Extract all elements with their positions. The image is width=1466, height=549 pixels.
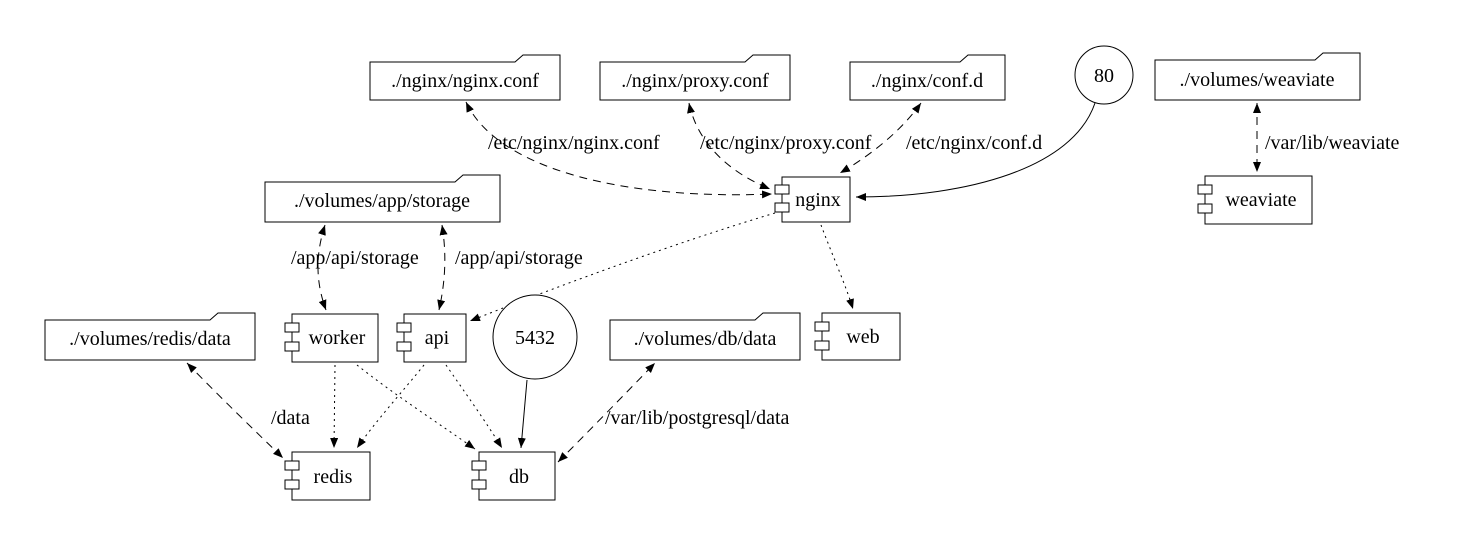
component-tab — [284, 341, 300, 352]
edge-db-data-db — [557, 362, 656, 463]
edge-label-etc-nginx-conf-d: /etc/nginx/conf.d — [906, 132, 1042, 154]
node-conf-d: ./nginx/conf.d — [849, 54, 1006, 101]
edge-nginx-api — [469, 212, 776, 322]
node-label: 80 — [1094, 65, 1114, 87]
edge-label-app-api-storage-api: /app/api/storage — [455, 247, 583, 269]
edge-label-var-lib-postgresql-data: /var/lib/postgresql/data — [605, 407, 790, 429]
node-volumes-db-data: ./volumes/db/data — [609, 312, 801, 361]
edge-conf-d-nginx — [839, 102, 922, 174]
component-tab — [396, 341, 412, 352]
edge-app-storage-worker — [317, 224, 327, 311]
edges — [186, 101, 1261, 463]
edge-api-redis — [356, 364, 425, 449]
edge-label-app-api-storage-worker: /app/api/storage — [291, 247, 419, 269]
node-redis: redis — [284, 451, 371, 501]
edge-label-var-lib-weaviate: /var/lib/weaviate — [1265, 132, 1400, 154]
node-label: nginx — [795, 189, 841, 211]
node-port-5432: 5432 — [492, 294, 578, 380]
edge-label-data: /data — [271, 407, 310, 429]
node-label: redis — [314, 466, 353, 488]
component-body — [403, 313, 467, 363]
node-volumes-app-storage: ./volumes/app/storage — [264, 174, 501, 223]
edge-worker-db — [356, 364, 476, 450]
edge-redis-data-redis — [186, 362, 284, 459]
component-body — [291, 313, 379, 363]
component-body — [291, 451, 371, 501]
node-label: ./volumes/db/data — [634, 328, 777, 350]
node-label: ./nginx/conf.d — [871, 70, 983, 92]
node-volumes-weaviate: ./volumes/weaviate — [1154, 52, 1361, 101]
folder-shape — [1154, 52, 1361, 101]
node-label: ./nginx/proxy.conf — [621, 70, 769, 92]
node-api: api — [396, 313, 467, 363]
component-tab — [471, 460, 487, 471]
node-worker: worker — [284, 313, 379, 363]
node-volumes-redis-data: ./volumes/redis/data — [44, 312, 256, 361]
component-tab — [471, 479, 487, 490]
component-body — [1204, 175, 1313, 225]
edge-proxy-conf-nginx — [687, 102, 771, 190]
edge-worker-redis — [330, 364, 339, 449]
component-tab — [814, 340, 830, 351]
edge-port-5432-db — [517, 379, 528, 449]
folder-shape — [44, 312, 256, 361]
edge-label-etc-nginx-proxy-conf: /etc/nginx/proxy.conf — [700, 132, 872, 154]
node-label: ./volumes/weaviate — [1180, 69, 1335, 91]
port-circle — [1074, 45, 1134, 105]
component-tab — [396, 322, 412, 333]
component-tab — [1197, 203, 1213, 214]
edge-labels: /etc/nginx/nginx.conf /etc/nginx/proxy.c… — [271, 132, 1400, 429]
node-proxy-conf: ./nginx/proxy.conf — [599, 54, 791, 101]
port-circle — [492, 294, 578, 380]
node-label: api — [425, 327, 450, 349]
component-tab — [1197, 184, 1213, 195]
node-label: db — [509, 466, 529, 488]
edge-nginx-conf-nginx — [465, 101, 773, 199]
node-label: ./nginx/nginx.conf — [391, 70, 539, 92]
edge-app-storage-api — [437, 224, 448, 311]
folder-shape — [849, 54, 1006, 101]
node-nginx-conf: ./nginx/nginx.conf — [369, 54, 561, 101]
component-body — [478, 451, 556, 501]
node-label: weaviate — [1225, 189, 1296, 211]
folder-shape — [609, 312, 801, 361]
node-label: ./volumes/redis/data — [69, 328, 231, 350]
node-db: db — [471, 451, 556, 501]
folder-shape — [264, 174, 501, 223]
edge-port-80-nginx — [855, 102, 1096, 201]
component-tab — [284, 479, 300, 490]
component-tab — [814, 321, 830, 332]
component-body — [821, 312, 901, 361]
component-tab — [774, 184, 790, 195]
edge-nginx-web — [820, 224, 854, 310]
node-label: web — [846, 326, 879, 348]
edge-api-db — [445, 364, 503, 449]
node-port-80: 80 — [1074, 45, 1134, 105]
node-web: web — [814, 312, 901, 361]
node-nginx: nginx — [774, 176, 851, 223]
edge-label-etc-nginx-nginx-conf: /etc/nginx/nginx.conf — [488, 132, 660, 154]
component-tab — [284, 460, 300, 471]
node-label: 5432 — [515, 327, 555, 349]
folder-shape — [369, 54, 561, 101]
component-body — [781, 176, 851, 223]
node-weaviate: weaviate — [1197, 175, 1313, 225]
component-tab — [284, 322, 300, 333]
node-label: ./volumes/app/storage — [294, 190, 470, 212]
folder-shape — [599, 54, 791, 101]
component-tab — [774, 202, 790, 213]
node-label: worker — [309, 327, 366, 349]
